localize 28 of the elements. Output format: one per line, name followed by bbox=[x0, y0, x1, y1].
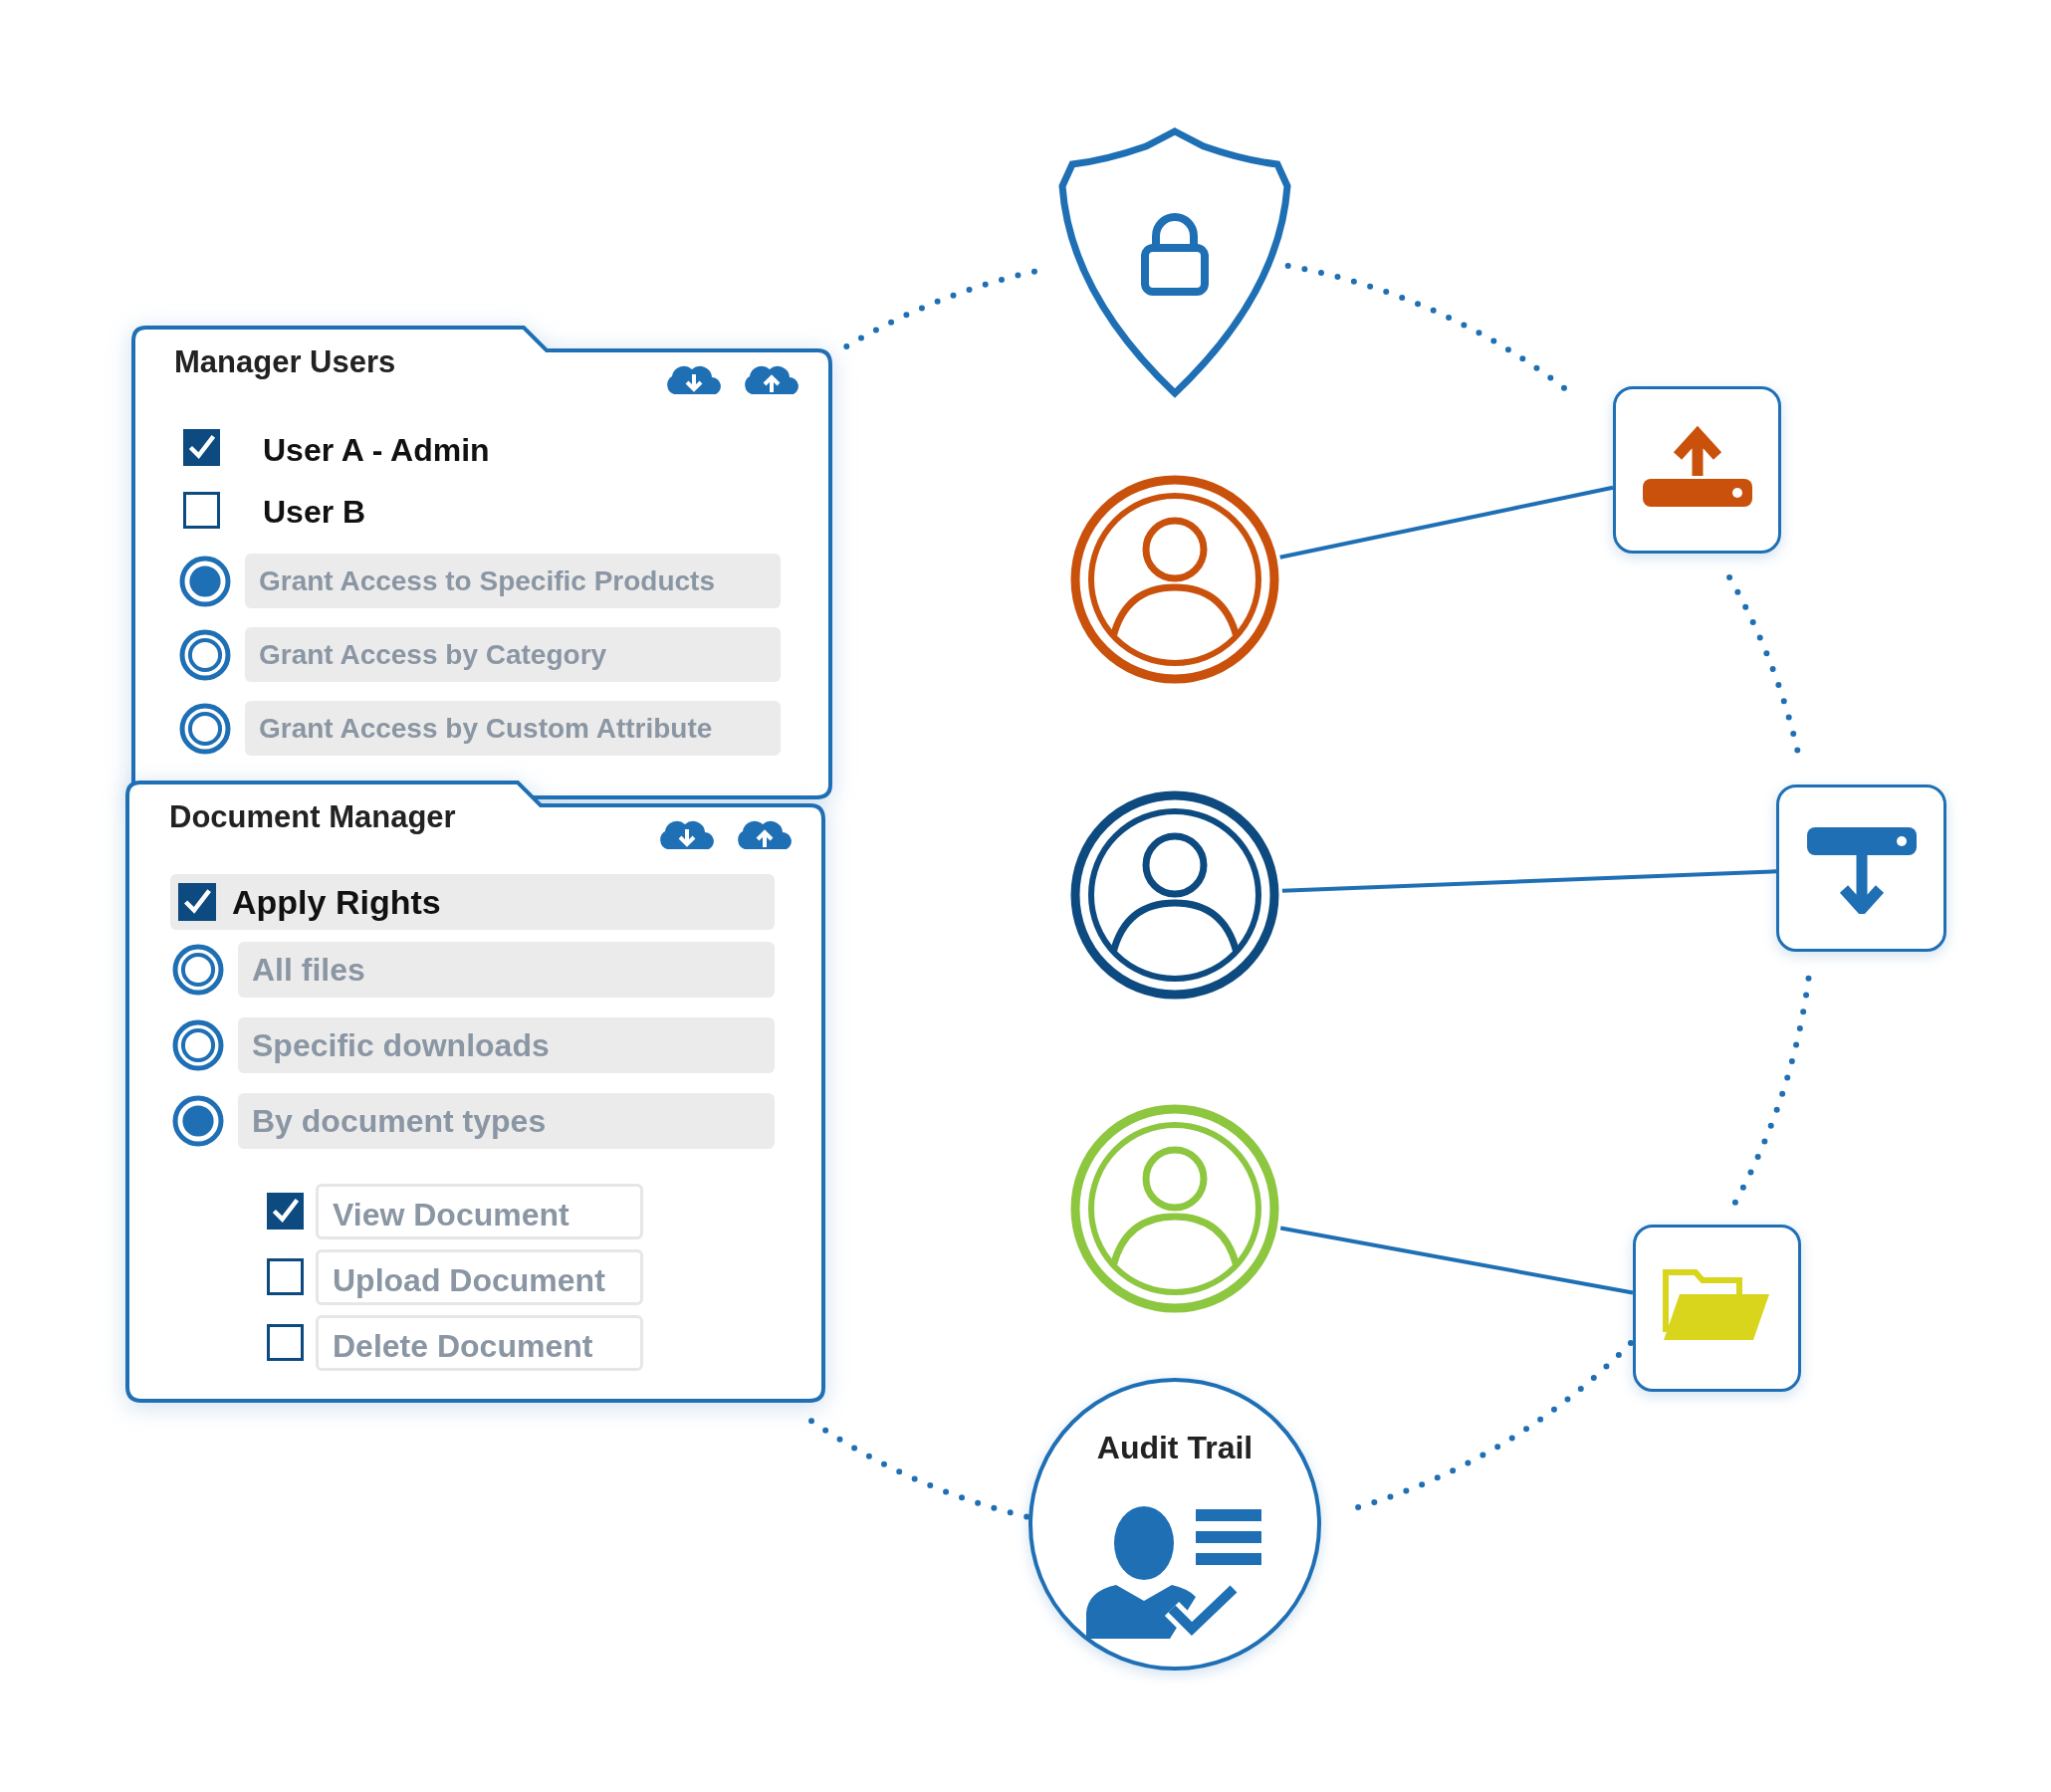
audit-title: Audit Trail bbox=[1096, 1432, 1253, 1463]
option-field bbox=[316, 1184, 643, 1239]
option-label: Delete Document bbox=[333, 1330, 593, 1362]
user-label: User A - Admin bbox=[263, 434, 490, 466]
option-label: Grant Access by Category bbox=[259, 640, 607, 669]
option-label: Grant Access to Specific Products bbox=[259, 566, 715, 595]
user-label: User B bbox=[263, 496, 366, 528]
connector-line bbox=[1279, 485, 1614, 560]
option-field bbox=[316, 1315, 643, 1371]
option-label: By document types bbox=[252, 1105, 547, 1137]
connector-line bbox=[1281, 869, 1777, 893]
panel-title: Document Manager bbox=[169, 801, 456, 832]
option-label: Grant Access by Custom Attribute bbox=[259, 714, 713, 743]
option-label: Specific downloads bbox=[252, 1029, 550, 1061]
option-label: Apply Rights bbox=[232, 885, 441, 919]
icon-tile bbox=[1633, 1225, 1801, 1392]
icon-tile bbox=[1613, 386, 1781, 554]
dotted-connector bbox=[1352, 1340, 1634, 1511]
panel-title: Manager Users bbox=[174, 346, 396, 377]
option-label: Upload Document bbox=[333, 1264, 605, 1296]
panel-window bbox=[130, 325, 833, 800]
option-field bbox=[316, 1249, 643, 1305]
connector-line bbox=[1279, 1226, 1634, 1295]
panel-window bbox=[124, 780, 826, 1404]
option-label: View Document bbox=[333, 1199, 570, 1231]
option-field bbox=[170, 874, 775, 930]
icon-tile bbox=[1776, 784, 1946, 952]
option-label: All files bbox=[252, 954, 365, 986]
